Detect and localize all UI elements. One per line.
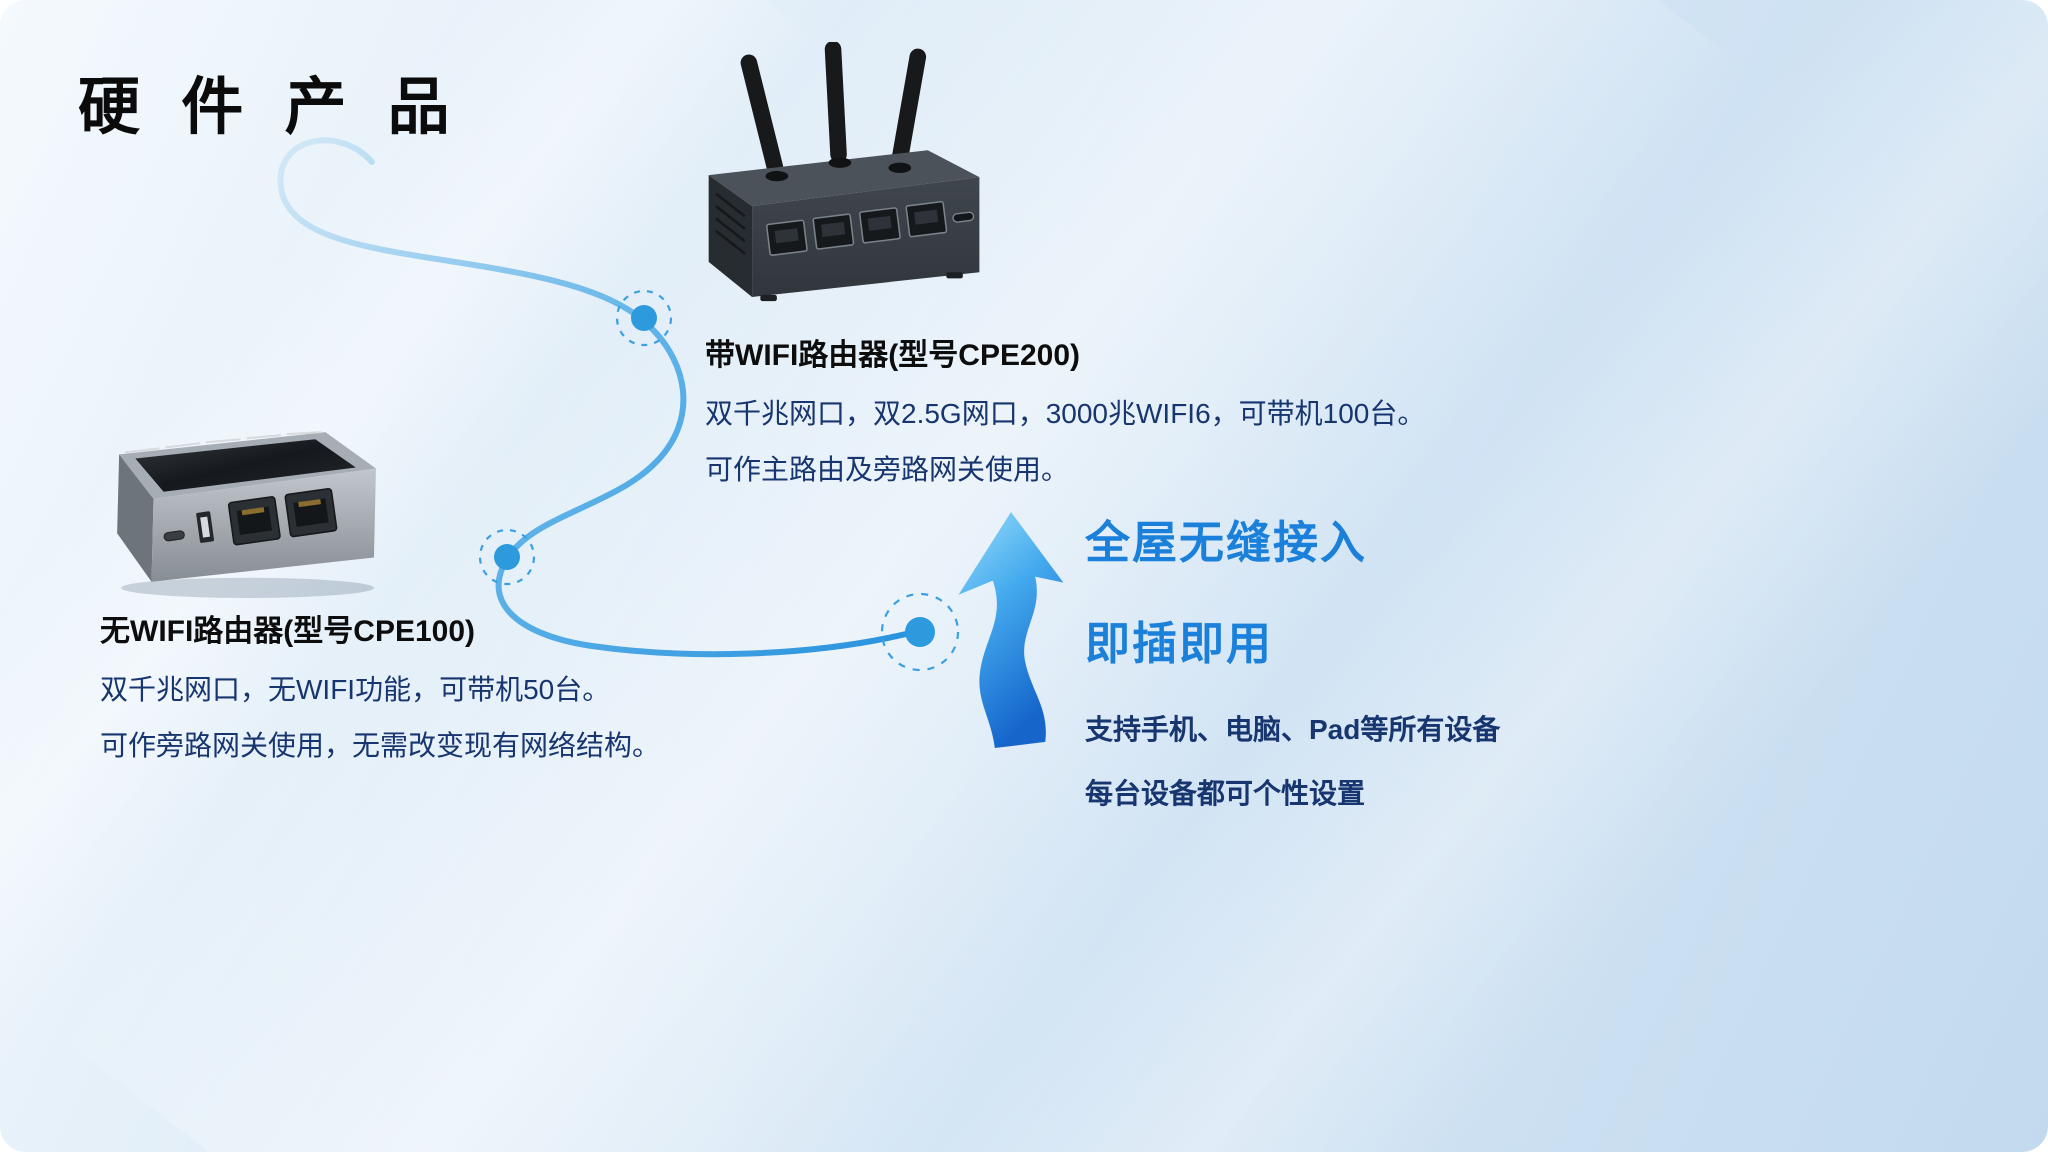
page-title: 硬 件 产 品: [78, 73, 462, 142]
router-foot-icon: [760, 294, 777, 302]
highlight-line-1: 支持手机、电脑、Pad等所有设备: [1085, 714, 1501, 745]
usb-port-icon: [196, 511, 215, 543]
vent-slots-icon: [715, 192, 746, 255]
cpe100-desc-line1: 双千兆网口，无WIFI功能，可带机50台。: [100, 674, 611, 705]
antenna-icon: [740, 40, 927, 176]
router-foot-icon: [946, 272, 963, 279]
node-dot-icon: [494, 544, 520, 570]
highlight-headline-2: 即插即用: [1085, 618, 1274, 669]
router-top-face: [708, 150, 980, 207]
node-dot-icon: [631, 305, 657, 331]
cpe100-router-image: [100, 418, 385, 600]
up-arrow-icon: [952, 508, 1074, 750]
node-3: [880, 592, 960, 672]
cpe100-desc-line2: 可作旁路网关使用，无需改变现有网络结构。: [100, 730, 661, 761]
router-side-face: [117, 454, 154, 582]
usbc-port-icon: [163, 530, 185, 542]
shadow: [121, 577, 374, 598]
highlights-block: 全屋无缝接入 即插即用 支持手机、电脑、Pad等所有设备 每台设备都可个性设置: [1085, 506, 1500, 836]
antenna-base-icon: [888, 162, 912, 173]
cpe100-text-block: 无WIFI路由器(型号CPE100) 双千兆网口，无WIFI功能，可带机50台。…: [100, 606, 660, 780]
router-side-face: [708, 175, 753, 297]
cpe200-text-block: 带WIFI路由器(型号CPE200) 双千兆网口，双2.5G网口，3000兆WI…: [705, 330, 1425, 504]
highlight-headline-1: 全屋无缝接入: [1085, 517, 1368, 568]
cpe200-router-image: [688, 40, 998, 304]
node-ring-icon: [880, 592, 960, 672]
cpe100-product-name: 无WIFI路由器(型号CPE100): [100, 615, 476, 648]
antenna-base-icon: [765, 170, 789, 182]
cpe200-desc-line2: 可作主路由及旁路网关使用。: [705, 454, 1070, 485]
node-1: [615, 289, 673, 347]
router-screen: [135, 439, 356, 492]
node-dot-icon: [905, 617, 935, 647]
cpe200-product-name: 带WIFI路由器(型号CPE200): [705, 339, 1081, 372]
highlight-line-2: 每台设备都可个性设置: [1085, 778, 1366, 809]
node-ring-icon: [478, 528, 536, 586]
up-arrow-svg: [958, 512, 1064, 748]
cpe200-desc-line1: 双千兆网口，双2.5G网口，3000兆WIFI6，可带机100台。: [705, 398, 1426, 429]
ethernet-ports-icon: [765, 200, 948, 256]
node-2: [478, 528, 536, 586]
node-ring-icon: [615, 289, 673, 347]
usbc-port-icon: [952, 211, 975, 223]
arrow-shape: [958, 512, 1064, 748]
ethernet-ports-icon: [227, 487, 338, 546]
cpe200-router-icon: [708, 40, 980, 302]
antenna-base-icon: [828, 157, 852, 168]
cpe100-router-icon: [117, 431, 376, 598]
heatsink-ridges-icon: [125, 431, 322, 454]
